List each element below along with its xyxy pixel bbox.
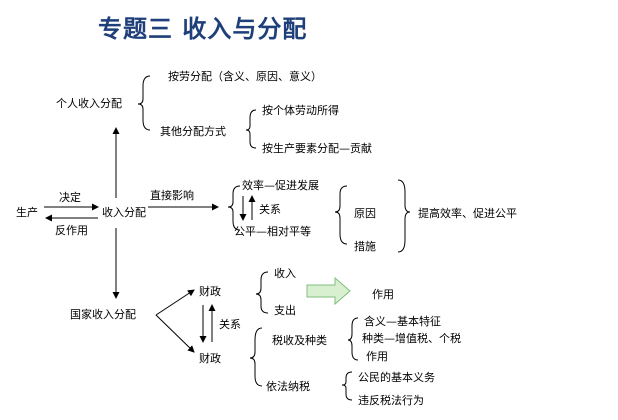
label-decide: 决定 [59, 191, 81, 204]
node-finance-bottom: 财政 [199, 352, 221, 365]
finance-brace [255, 271, 269, 314]
branch-finance-top [155, 289, 195, 316]
node-lawful-tax: 依法纳税 [266, 380, 310, 393]
node-citizen-duty: 公民的基本义务 [358, 371, 435, 384]
node-tax-types: 税收及种类 [272, 334, 327, 347]
other-methods-brace [245, 109, 257, 149]
lawful-tax-brace [341, 371, 353, 401]
node-function2: 作用 [366, 350, 388, 363]
node-income-distribution: 收入分配 [102, 206, 146, 219]
label-relation2: 关系 [219, 318, 241, 331]
node-efficiency: 效率—促进发展 [242, 179, 319, 192]
node-other-methods: 其他分配方式 [160, 125, 226, 138]
node-labor-distribution: 按劳分配（含义、原因、意义） [168, 70, 322, 83]
node-personal-income: 个人收入分配 [56, 97, 122, 110]
finance-bottom-brace [249, 327, 263, 387]
node-revenue: 收入 [274, 267, 296, 280]
label-relation: 关系 [259, 203, 281, 216]
personal-brace [137, 75, 151, 131]
node-measures: 措施 [354, 240, 376, 253]
node-improve: 提高效率、促进公平 [418, 207, 517, 220]
node-fairness: 公平—相对平等 [234, 225, 311, 238]
node-reason: 原因 [354, 207, 376, 220]
reason-measures-left-brace [334, 185, 348, 245]
branch-finance-bottom [155, 314, 195, 353]
label-direct-influence: 直接影响 [150, 189, 194, 202]
reason-measures-right-brace [397, 179, 411, 253]
node-kinds: 种类—增值税、个税 [362, 332, 461, 345]
node-individual-labor: 按个体劳动所得 [262, 104, 339, 117]
node-production-factors: 按生产要素分配—贡献 [262, 142, 372, 155]
node-national-income: 国家收入分配 [70, 308, 136, 321]
node-finance-top: 财政 [199, 285, 221, 298]
node-tax-violation: 违反税法行为 [358, 394, 424, 407]
efficiency-fairness-brace [227, 185, 241, 231]
page-title: 专题三 收入与分配 [98, 15, 308, 43]
node-meaning: 含义—基本特征 [364, 315, 441, 328]
node-expenditure: 支出 [274, 304, 296, 317]
block-arrow-right-icon [306, 276, 351, 306]
label-counteract: 反作用 [55, 224, 88, 237]
tax-types-brace [347, 317, 359, 361]
node-function: 作用 [372, 288, 394, 301]
node-production: 生产 [16, 206, 38, 219]
